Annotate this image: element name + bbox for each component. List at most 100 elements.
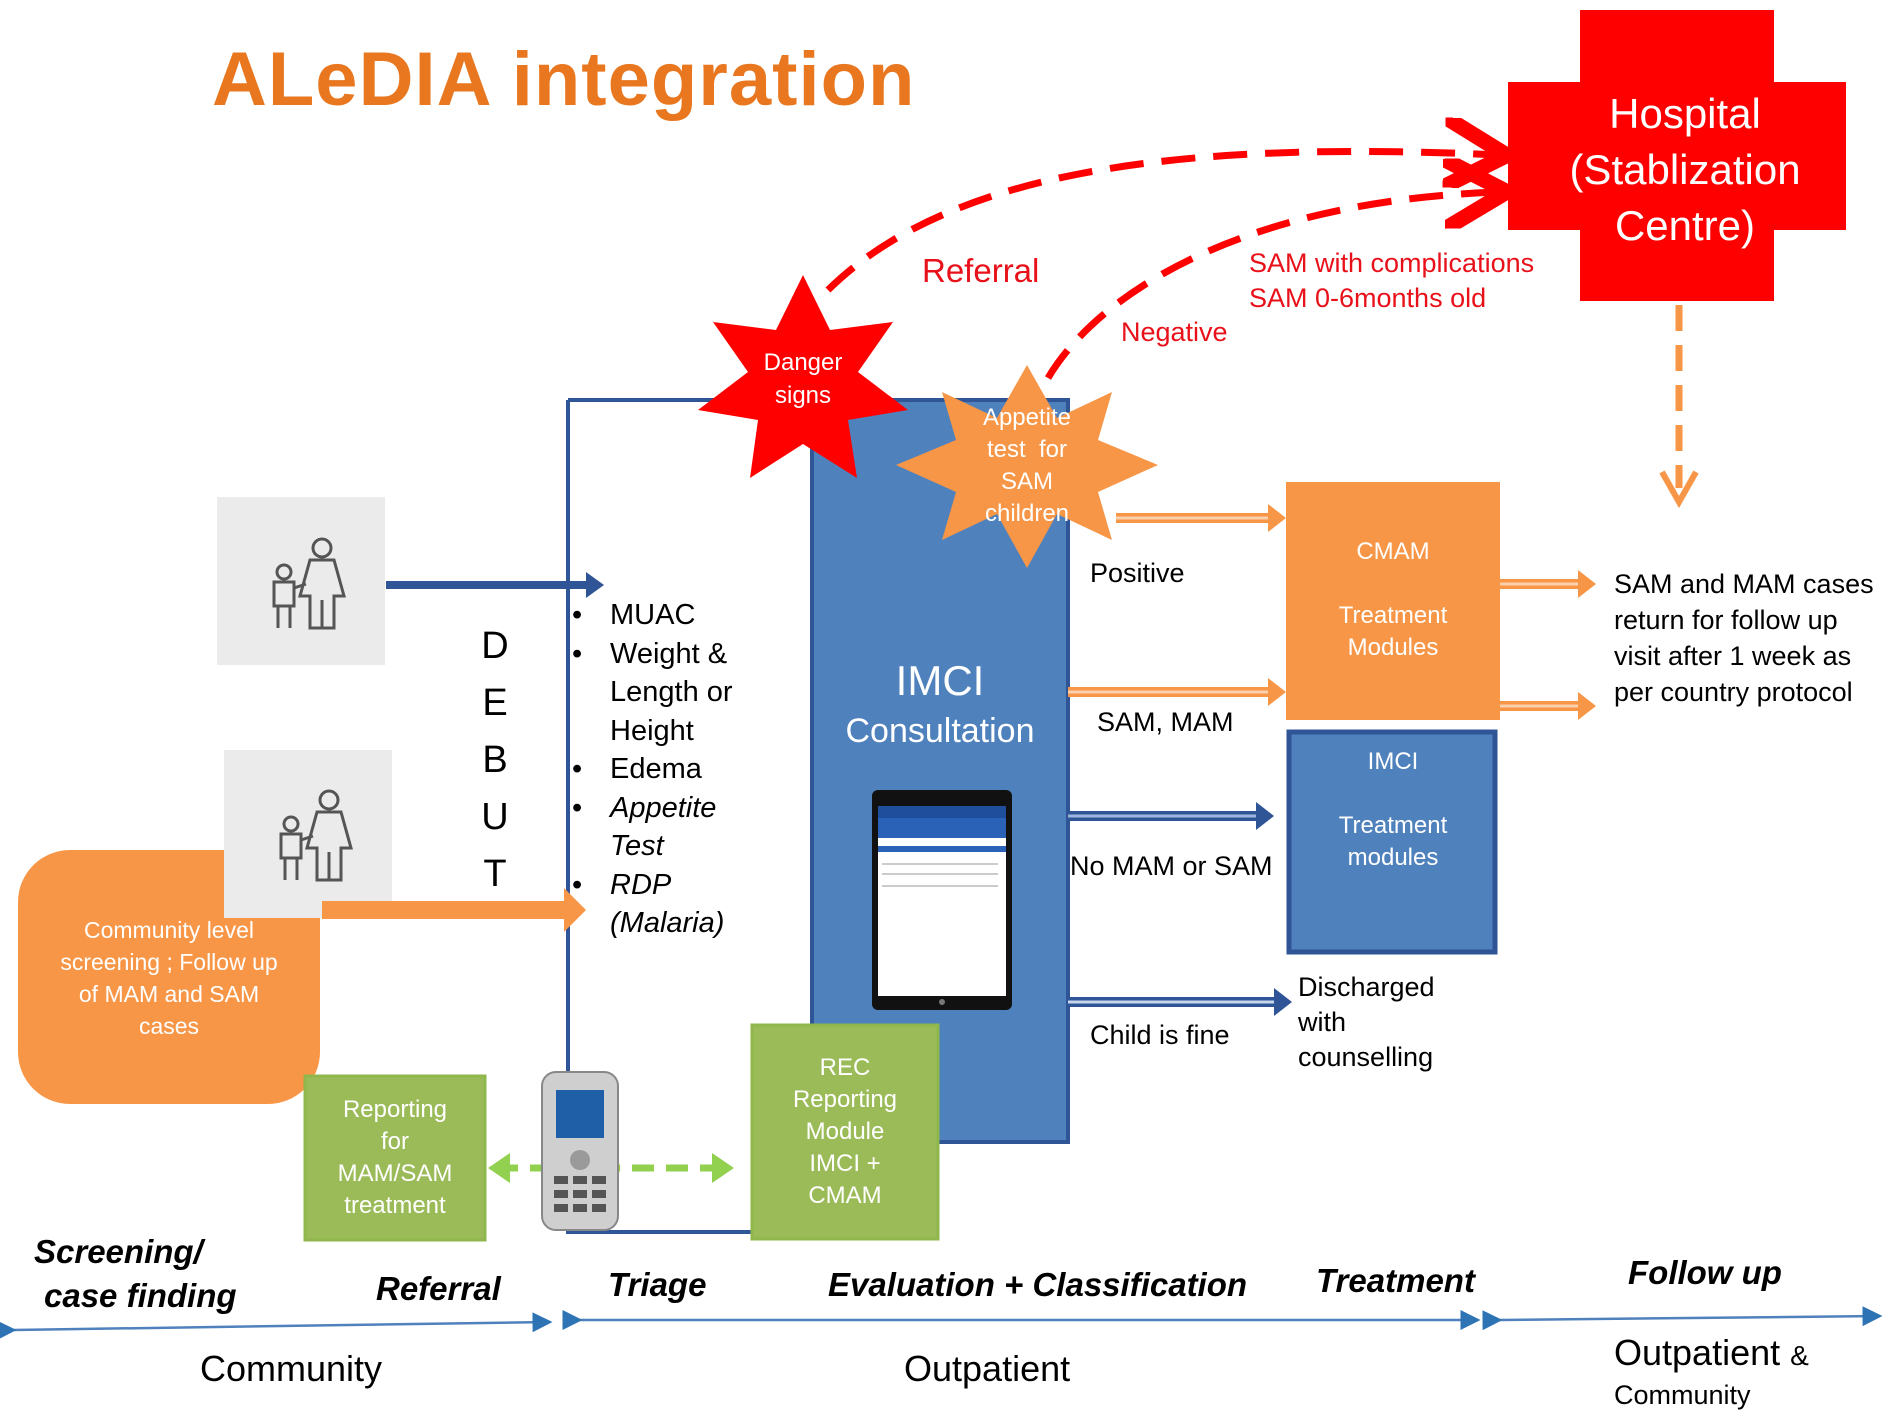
imci-consultation-label: IMCI Consultation	[812, 656, 1068, 756]
sam-complications-line-1: SAM with complications	[1249, 248, 1535, 278]
appetite-line-1: Appetite	[982, 404, 1072, 431]
community-span-arrow	[0, 1312, 553, 1341]
setting-community: Community	[200, 1348, 383, 1389]
reporting-box-label: Reporting for MAM/SAM treatment	[305, 1094, 485, 1222]
triage-item: MUAC	[572, 596, 733, 635]
rec-line-3: Module	[805, 1118, 885, 1145]
imci-box-line-1: IMCI	[1367, 748, 1419, 775]
setting-amp: &	[1790, 1340, 1809, 1371]
stage-referral: Referral	[376, 1270, 501, 1307]
parent-child-bg-1	[217, 497, 385, 665]
community-line-4: cases	[138, 1013, 200, 1039]
stage-follow-up: Follow up	[1628, 1254, 1782, 1291]
sam-complications-label: SAM with complications SAM 0-6months old	[1249, 246, 1534, 316]
rec-line-2: Reporting	[792, 1086, 898, 1113]
imci-box-line-3: modules	[1347, 844, 1439, 871]
appetite-test-label: Appetite test for SAM children	[957, 402, 1097, 530]
stage-treatment: Treatment	[1316, 1262, 1475, 1299]
outcome-child-fine: Child is fine	[1090, 1020, 1230, 1050]
imci-box-label: IMCI Treatment modules	[1290, 746, 1496, 874]
outcome-no-mam-sam: No MAM or SAM	[1070, 851, 1273, 881]
danger-signs-line-2: signs	[774, 382, 832, 409]
danger-signs-label: Danger signs	[743, 346, 863, 412]
referral-label: Referral	[922, 252, 1040, 289]
page-title: ALeDIA integration	[212, 37, 916, 122]
debut-label: D E B U T	[480, 618, 510, 903]
followup-span-arrow	[1482, 1306, 1883, 1331]
mobile-phone-icon	[541, 1071, 619, 1231]
outcome-positive: Positive	[1090, 558, 1185, 588]
imci-treatment-box	[1286, 729, 1498, 955]
danger-signs-line-1: Danger	[763, 349, 843, 376]
appetite-test-star	[896, 365, 1158, 568]
discharged-line-2: with	[1298, 1007, 1347, 1037]
community-box-label: Community level screening ; Follow up of…	[30, 914, 308, 1042]
triage-frame	[566, 400, 820, 1234]
referral-arc	[825, 151, 1500, 293]
appetite-line-2: test for	[986, 436, 1068, 463]
rec-box	[750, 1023, 940, 1241]
imci-consultation-line-1: IMCI	[895, 657, 985, 704]
reporting-line-2: for	[380, 1128, 409, 1155]
discharged-line-3: counselling	[1298, 1042, 1434, 1072]
setting-community-line-2: Community	[1614, 1380, 1751, 1410]
triage-item: RDP(Malaria)	[572, 866, 733, 943]
cmam-box	[1286, 482, 1500, 720]
setting-outpatient-community-line-1: Outpatient	[1614, 1332, 1781, 1373]
followup-text: SAM and MAM cases return for follow up v…	[1614, 566, 1874, 710]
hospital-line-1: Hospital	[1609, 90, 1761, 137]
appetite-line-4: children	[984, 500, 1070, 527]
hospital-cross	[1508, 10, 1846, 301]
outcome-sam-mam: SAM, MAM	[1097, 707, 1234, 737]
community-line-3: of MAM and SAM	[78, 981, 260, 1007]
negative-label: Negative	[1121, 317, 1228, 347]
debut-letter: U	[481, 796, 509, 838]
followup-line-4: per country protocol	[1614, 677, 1853, 707]
rec-box-label: REC Reporting Module IMCI + CMAM	[752, 1052, 938, 1212]
parent-child-icon	[272, 537, 346, 630]
cmam-line-3: Modules	[1347, 634, 1439, 661]
appetite-line-3: SAM	[1000, 468, 1053, 495]
setting-outpatient-community: Outpatient &	[1614, 1332, 1809, 1374]
rec-line-4: IMCI +	[809, 1150, 881, 1177]
followup-line-3: visit after 1 week as	[1614, 641, 1852, 671]
cmam-line-1: CMAM	[1356, 538, 1430, 565]
stage-screening-line-1: Screening/	[34, 1233, 203, 1270]
hospital-line-3: Centre)	[1614, 202, 1756, 249]
rec-line-5: CMAM	[808, 1182, 882, 1209]
tablet-screen-icon	[872, 790, 1012, 1010]
community-line-2: screening ; Follow up	[60, 949, 278, 975]
community-line-1: Community level	[84, 917, 254, 943]
reporting-line-3: MAM/SAM	[337, 1160, 453, 1187]
parent-child-icon	[279, 789, 353, 882]
hospital-line-2: (Stablization	[1569, 146, 1801, 193]
debut-letter: E	[482, 682, 508, 724]
discharged-line-1: Discharged	[1298, 972, 1435, 1002]
reporting-box	[303, 1074, 487, 1242]
hospital-label: Hospital (Stablization Centre)	[1495, 86, 1875, 254]
cmam-box-label: CMAM Treatment Modules	[1290, 536, 1496, 664]
debut-letter: D	[481, 625, 509, 667]
imci-box-line-2: Treatment	[1338, 812, 1448, 839]
stage-evaluation: Evaluation + Classification	[828, 1266, 1248, 1303]
discharged-label: Discharged with counselling	[1298, 970, 1435, 1075]
danger-signs-star	[698, 275, 908, 478]
followup-line-1: SAM and MAM cases	[1614, 569, 1874, 599]
cmam-line-2: Treatment	[1338, 602, 1448, 629]
sam-complications-line-2: SAM 0-6months old	[1249, 283, 1487, 313]
debut-letter: T	[483, 853, 507, 895]
stage-screening-line-2: case finding	[44, 1277, 237, 1314]
reporting-line-1: Reporting	[342, 1096, 448, 1123]
followup-line-2: return for follow up	[1614, 605, 1838, 635]
reporting-line-4: treatment	[344, 1192, 446, 1219]
stage-triage: Triage	[608, 1266, 707, 1303]
debut-letter: B	[482, 739, 508, 781]
triage-item: Edema	[572, 750, 733, 789]
rec-line-1: REC	[819, 1054, 871, 1081]
imci-consultation-line-2: Consultation	[845, 712, 1035, 750]
setting-outpatient: Outpatient	[904, 1348, 1071, 1389]
